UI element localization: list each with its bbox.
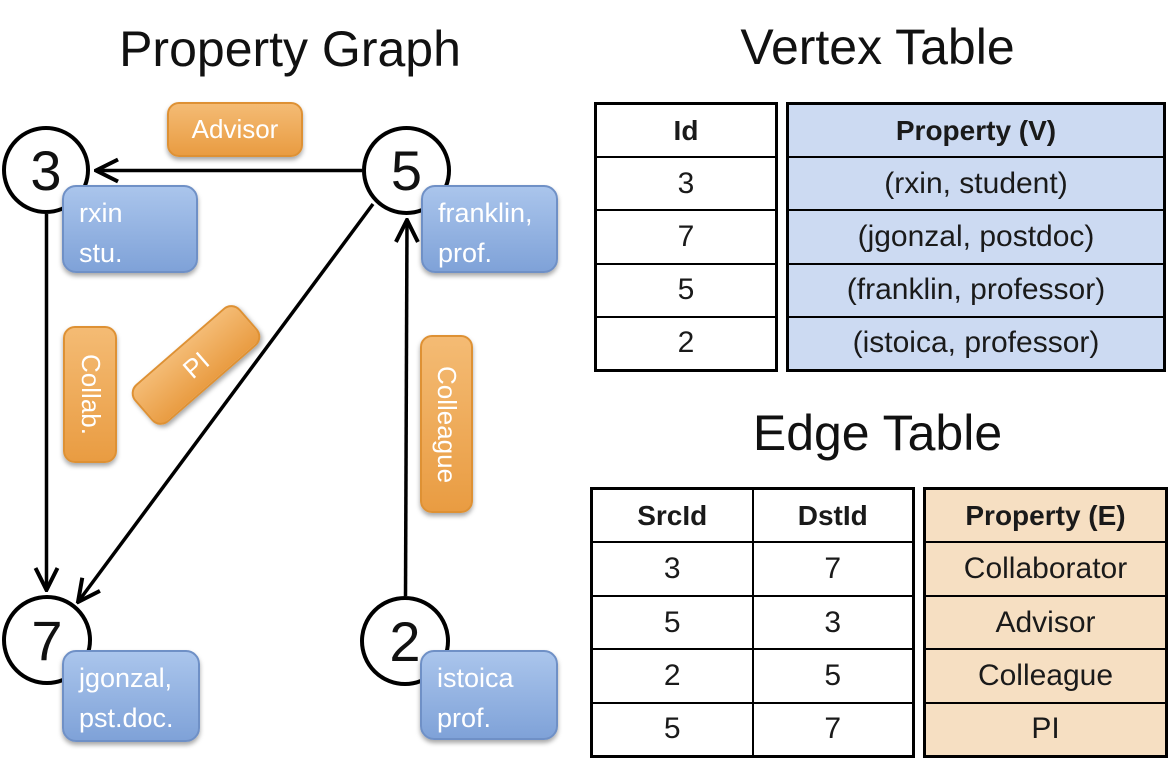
node-props-5: franklin, prof. — [421, 185, 558, 273]
edge-table-cell-srcid: 2 — [663, 658, 681, 692]
node-props-3: rxin stu. — [62, 185, 198, 273]
vertex-table-cell-id: 3 — [597, 158, 775, 212]
node-id-5: 5 — [390, 139, 423, 202]
node-prop-line: prof. — [438, 238, 493, 268]
edge-label-advisor: Advisor — [167, 102, 303, 157]
node-prop-line: pst.doc. — [79, 703, 174, 733]
property-graph-title: Property Graph — [119, 21, 461, 77]
node-props-2: istoica prof. — [420, 650, 558, 740]
vertex-table-title: Vertex Table — [740, 19, 1015, 75]
vertex-table-cell-id: 5 — [597, 265, 775, 318]
node-prop-line: jgonzal, — [79, 663, 173, 693]
edge-table-cell-dstid: 5 — [751, 650, 913, 702]
edge-table-header-property: Property (E) — [926, 490, 1165, 544]
edge-table-cell-property: Collaborator — [926, 543, 1165, 597]
edge-table-cell-property: Colleague — [926, 650, 1165, 704]
edge-table-cell-srcid: 5 — [663, 712, 681, 746]
edge-label-collab: Collab. — [63, 326, 117, 463]
node-id-7: 7 — [31, 608, 63, 672]
edge-table-cell-dstid: 7 — [751, 543, 913, 595]
edge-table-cell-srcid: 5 — [663, 605, 681, 639]
vertex-table-cell-property: (rxin, student) — [789, 158, 1163, 212]
node-prop-line: istoica — [437, 663, 514, 693]
vertex-table-cell-id: 2 — [677, 326, 695, 360]
edge-table-cell-property: Advisor — [926, 597, 1165, 651]
node-prop-line: prof. — [437, 703, 492, 733]
vertex-table-cell-property: (jgonzal, postdoc) — [789, 211, 1163, 265]
node-id-3: 3 — [30, 138, 62, 202]
edge-table-property-column: Property (E) Collaborator Advisor Collea… — [923, 487, 1168, 758]
vertex-table-property-column: Property (V) (rxin, student) (jgonzal, p… — [786, 102, 1166, 372]
node-id-2: 2 — [389, 609, 421, 673]
vertex-table-cell-property: (istoica, professor) — [852, 326, 1100, 360]
node-prop-line: stu. — [79, 238, 123, 268]
edge-table-id-columns: SrcId DstId 3 7 5 3 2 5 5 7 — [590, 487, 915, 758]
node-prop-line: franklin, — [438, 198, 533, 228]
node-props-7: jgonzal, pst.doc. — [62, 650, 200, 742]
edge-table-cell-property: PI — [1031, 712, 1060, 746]
edge-table-header-srcid: SrcId — [637, 499, 708, 531]
edge-label-text: Colleague — [432, 365, 462, 483]
edge-line-2-5 — [406, 220, 408, 597]
vertex-table-cell-id: 7 — [597, 211, 775, 265]
edge-table-header-dstid: DstId — [751, 490, 913, 542]
edge-table-cell-dstid: 3 — [751, 596, 913, 649]
vertex-table-header-property: Property (V) — [789, 105, 1163, 159]
edge-label-text: Advisor — [191, 114, 279, 144]
vertex-table-header-id: Id — [597, 105, 775, 159]
edge-table-title: Edge Table — [752, 405, 1003, 461]
edge-label-text: PI — [176, 345, 215, 385]
edge-line-5-7 — [78, 202, 375, 602]
vertex-table-id-column: Id 3 7 5 2 — [594, 102, 778, 372]
edge-table-cell-dstid: 7 — [751, 703, 913, 756]
node-circle-3: 3 — [2, 126, 90, 214]
edge-label-text: Collab. — [75, 354, 106, 435]
edge-label-colleague: Colleague — [420, 335, 473, 513]
vertex-table-cell-property: (franklin, professor) — [789, 265, 1163, 318]
edge-table-cell-srcid: 3 — [663, 552, 681, 586]
node-prop-line: rxin — [79, 198, 123, 228]
